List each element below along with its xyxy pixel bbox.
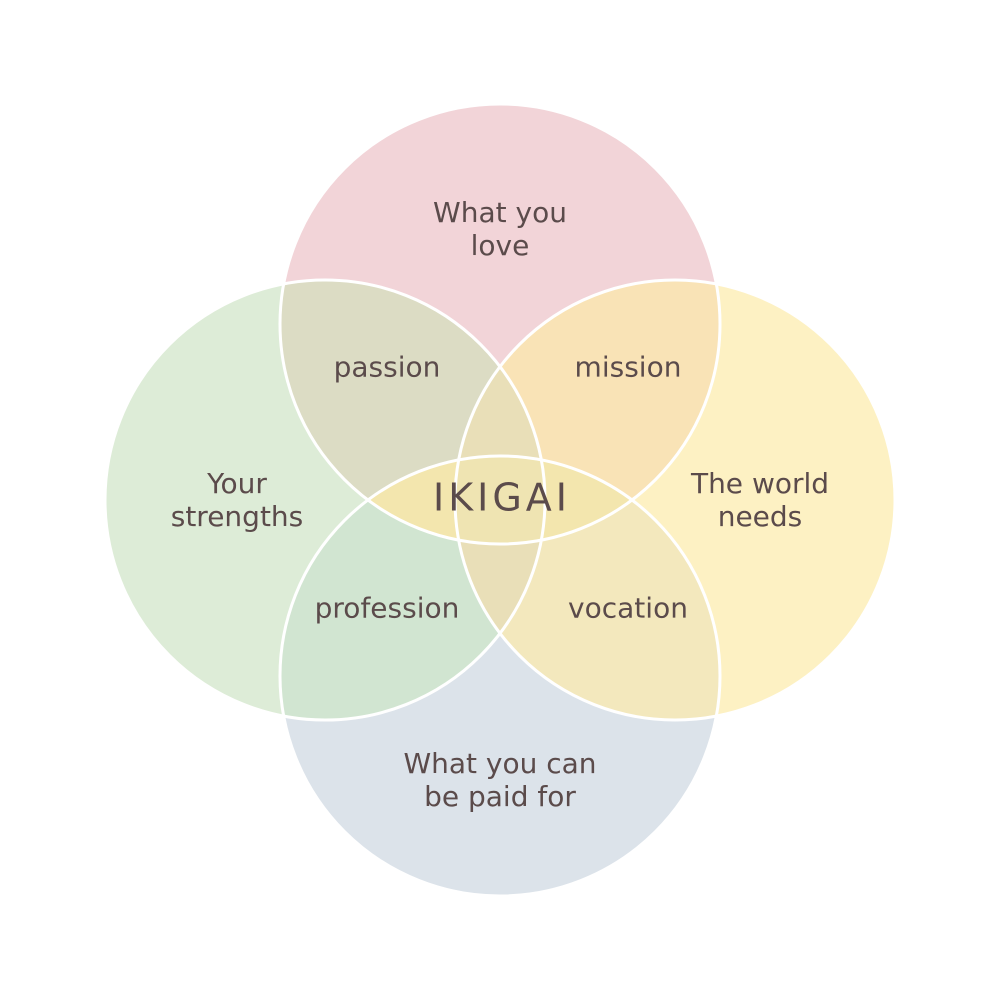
label-line: What you	[433, 196, 567, 229]
label-line: be paid for	[424, 780, 576, 813]
label-line: needs	[717, 500, 803, 533]
label-ikigai: IKIGAI	[433, 475, 571, 520]
label-line: The world	[690, 467, 830, 500]
label-your-strengths: Your strengths	[171, 467, 304, 533]
circle-outlines	[103, 102, 897, 898]
label-vocation: vocation	[568, 591, 688, 625]
label-what-you-can-be-paid-for: What you can be paid for	[403, 747, 596, 813]
label-mission: mission	[574, 350, 682, 384]
label-passion: passion	[333, 350, 441, 384]
label-line: What you can	[403, 747, 597, 780]
label-line: strengths	[170, 500, 304, 533]
label-line: Your	[207, 467, 267, 500]
label-profession: profession	[314, 591, 460, 625]
label-the-world-needs: The world needs	[691, 467, 829, 533]
label-what-you-love: What you love	[433, 196, 567, 262]
label-line: love	[470, 229, 530, 262]
